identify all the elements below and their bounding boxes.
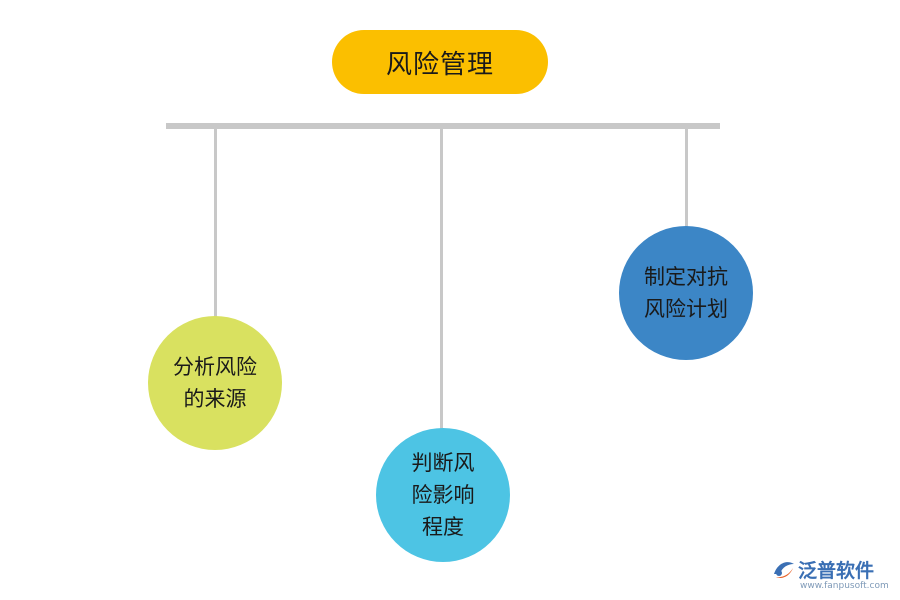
node-label-line: 险影响 <box>411 483 475 507</box>
brand-name: 泛普软件 <box>798 560 875 582</box>
node-risk-impact-label: 判断风险影响程度 <box>412 447 475 543</box>
node-label-line: 程度 <box>422 515 464 539</box>
node-label-line: 分析风险 <box>173 355 257 379</box>
root-node-label: 风险管理 <box>385 49 494 80</box>
node-label-line: 制定对抗 <box>644 265 728 289</box>
root-node: 风险管理 <box>332 30 548 94</box>
brand-logo: 泛普软件 www.fanpusoft.com <box>772 556 892 592</box>
connector-line-risk-impact <box>440 127 443 429</box>
node-label-line: 的来源 <box>183 387 247 411</box>
node-risk-impact: 判断风险影响程度 <box>376 428 510 562</box>
brand-url: www.fanpusoft.com <box>800 581 889 591</box>
node-label-line: 风险计划 <box>644 297 728 321</box>
node-risk-source-label: 分析风险的来源 <box>173 351 257 415</box>
connector-line-risk-source <box>214 127 217 317</box>
horizontal-connector <box>166 123 720 129</box>
node-risk-plan: 制定对抗风险计划 <box>619 226 753 360</box>
node-risk-source: 分析风险的来源 <box>148 316 282 450</box>
node-risk-plan-label: 制定对抗风险计划 <box>644 261 728 325</box>
connector-line-risk-plan <box>685 127 688 227</box>
fanpu-logo-icon <box>774 562 794 578</box>
node-label-line: 判断风 <box>411 451 475 475</box>
